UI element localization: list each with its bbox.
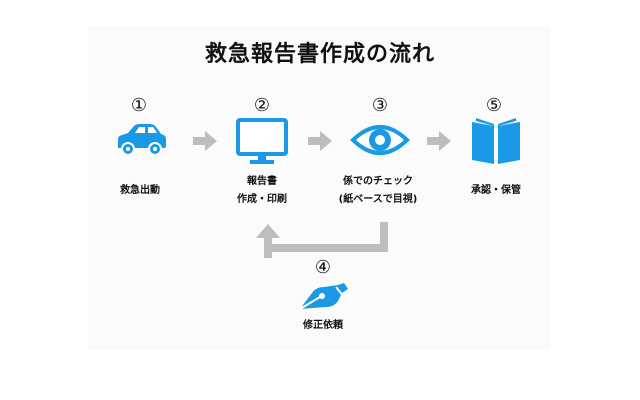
eye-icon [350, 125, 410, 155]
arrow-right-icon [308, 131, 332, 151]
car-icon [118, 124, 166, 156]
step-1-label: 救急出動 [120, 185, 160, 196]
step-5-number: ⑤ [485, 95, 503, 116]
step-2-label-line1: 報告書 [247, 176, 277, 187]
step-2-number: ② [253, 95, 271, 116]
arrow-right-icon [427, 131, 451, 151]
step-4-number: ④ [314, 257, 332, 278]
step-4-label: 修正依頼 [303, 320, 343, 331]
step-3-label-line1: 係でのチェック [343, 176, 413, 187]
pen-nib-icon [299, 283, 348, 310]
step-2-label-line2: 作成・印刷 [237, 194, 287, 205]
monitor-icon [236, 118, 288, 164]
diagram-title: 救急報告書作成の流れ [204, 42, 435, 67]
arrow-right-icon [193, 131, 217, 151]
return-arrow-icon [256, 222, 388, 258]
step-3-label-line2: (紙ベースで目視) [338, 194, 418, 205]
book-icon [472, 118, 520, 164]
step-1-number: ① [130, 95, 148, 116]
step-5-label: 承認・保管 [471, 185, 521, 196]
step-3-number: ③ [371, 95, 389, 116]
